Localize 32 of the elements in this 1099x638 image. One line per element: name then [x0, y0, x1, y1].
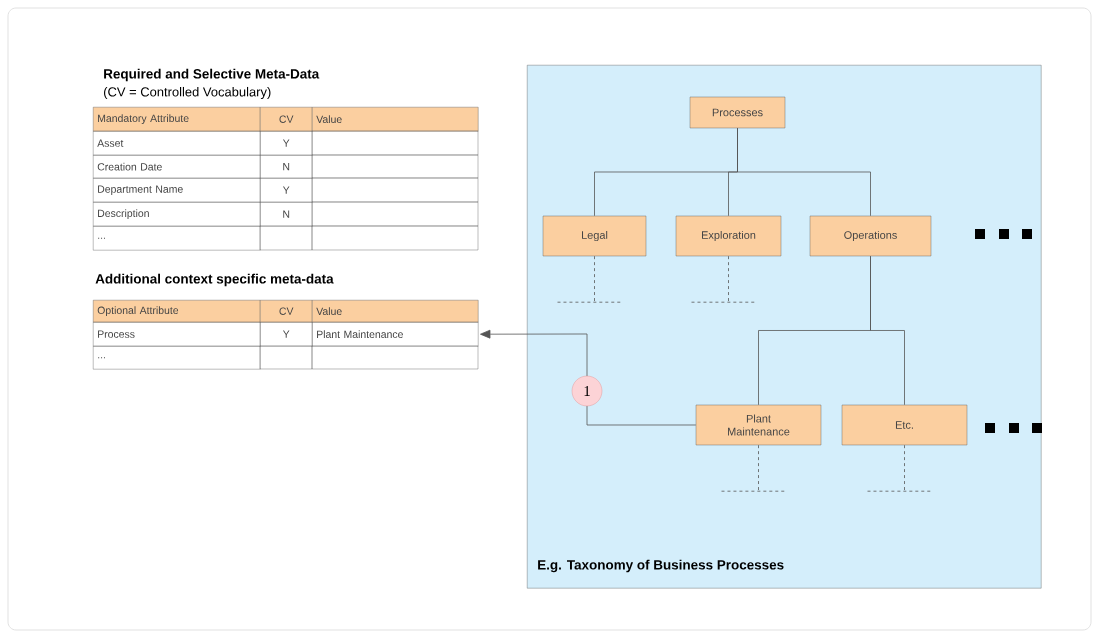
- table-cell: Plant Maintenance: [312, 322, 479, 347]
- table-cell: Process: [93, 322, 261, 347]
- process-box: Operations: [809, 215, 932, 257]
- connector: [557, 255, 622, 303]
- table-heading: Additional context specific meta-data: [95, 273, 334, 287]
- table-cell: Y: [260, 131, 313, 156]
- process-box: Legal: [542, 215, 647, 257]
- process-box: Etc.: [841, 404, 968, 446]
- table-cell: Creation Date: [93, 155, 261, 179]
- connector: [737, 127, 871, 217]
- connector: [691, 255, 756, 303]
- connector: [867, 444, 932, 492]
- process-box: Exploration: [675, 215, 782, 257]
- table-header-cell: CV: [260, 107, 313, 132]
- process-box: Processes: [689, 96, 786, 129]
- table-cell: Asset: [93, 131, 261, 156]
- table-heading: Required and Selective Meta-Data: [104, 68, 320, 82]
- table-cell: Y: [260, 178, 313, 203]
- table-cell: N: [260, 155, 313, 179]
- table-cell: Description: [93, 202, 261, 227]
- connector: [870, 255, 905, 406]
- table-cell: ...: [93, 346, 261, 370]
- table-cell: ...: [93, 226, 261, 251]
- table-header-cell: CV: [260, 300, 313, 323]
- table-cell: Y: [260, 322, 313, 347]
- table-cell: Department Name: [93, 178, 261, 203]
- callout-number: 1: [571, 375, 603, 407]
- table-cell: N: [260, 202, 313, 227]
- table-subheading: (CV = Controlled Vocabulary): [104, 86, 271, 100]
- process-box: Plant Maintenance: [695, 404, 822, 446]
- connector: [480, 329, 697, 426]
- connector: [721, 444, 786, 492]
